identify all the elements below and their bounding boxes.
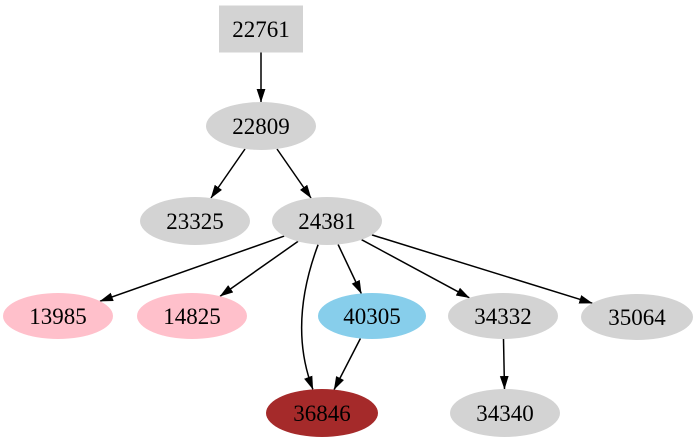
node-40305-shape (318, 293, 426, 339)
node-34340-shape (450, 389, 560, 437)
node-36846-label: 36846 (293, 401, 351, 426)
node-34332-label: 34332 (474, 304, 532, 329)
node-35064-label: 35064 (608, 305, 666, 330)
node-22761: 22761 (219, 5, 303, 53)
node-14825: 14825 (137, 293, 247, 339)
node-23325-shape (140, 197, 250, 245)
node-13985: 13985 (3, 293, 113, 339)
node-36846: 36846 (266, 389, 378, 437)
node-34332-shape (448, 293, 558, 339)
node-35064-shape (581, 294, 693, 340)
node-24381: 24381 (272, 197, 382, 245)
edge-40305-36846 (333, 338, 362, 391)
node-14825-label: 14825 (163, 304, 221, 329)
edge-24381-14825 (219, 240, 299, 297)
node-34340: 34340 (450, 389, 560, 437)
node-13985-label: 13985 (29, 304, 87, 329)
node-34332: 34332 (448, 293, 558, 339)
edge-24381-34332 (361, 239, 470, 299)
node-36846-shape (266, 389, 378, 437)
edge-24381-36846 (300, 244, 319, 390)
edge-24381-40305 (337, 244, 362, 294)
node-34340-label: 34340 (476, 401, 534, 426)
edge-22809-24381 (276, 148, 312, 199)
node-24381-label: 24381 (298, 209, 356, 234)
edges-layer (99, 52, 593, 391)
edge-34332-34340 (499, 338, 509, 390)
edge-24381-35064 (371, 234, 593, 304)
node-35064: 35064 (581, 294, 693, 340)
node-22809-shape (206, 102, 316, 150)
node-22809-label: 22809 (232, 114, 290, 139)
node-14825-shape (137, 293, 247, 339)
node-40305-label: 40305 (343, 304, 401, 329)
edge-24381-13985 (99, 235, 285, 302)
edge-22809-23325 (210, 148, 246, 199)
node-22761-shape (219, 5, 303, 53)
node-13985-shape (3, 293, 113, 339)
node-40305: 40305 (318, 293, 426, 339)
nodes-layer: 22761 22809 23325 24381 13985 14825 40305 34332… (3, 5, 693, 437)
node-22809: 22809 (206, 102, 316, 150)
node-22761-label: 22761 (232, 17, 290, 42)
node-24381-shape (272, 197, 382, 245)
node-23325-label: 23325 (166, 209, 224, 234)
node-23325: 23325 (140, 197, 250, 245)
